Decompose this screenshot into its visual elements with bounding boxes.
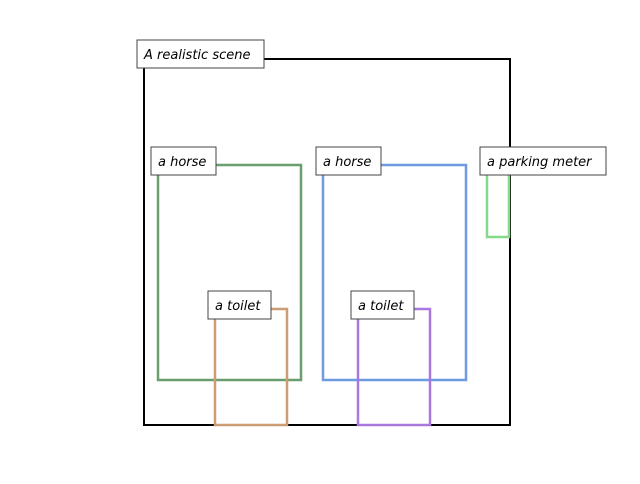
- toilet-label-right: a toilet: [350, 290, 415, 320]
- toilet-label-left-text: a toilet: [215, 299, 261, 314]
- toilet-box-left: [213, 307, 289, 427]
- horse-label-left: a horse: [150, 146, 217, 176]
- horse-label-right: a horse: [315, 146, 382, 176]
- horse-box-right: [321, 163, 468, 382]
- horse-label-right-text: a horse: [323, 155, 371, 170]
- horse-box-left: [156, 163, 303, 382]
- toilet-label-right-text: a toilet: [358, 299, 404, 314]
- parking-meter-box: [485, 163, 511, 239]
- scene-label-text: A realistic scene: [143, 48, 250, 63]
- parking-meter-label: a parking meter: [479, 146, 607, 176]
- scene-label: A realistic scene: [136, 39, 265, 69]
- scene-frame: [143, 58, 511, 426]
- toilet-label-left: a toilet: [207, 290, 272, 320]
- horse-label-left-text: a horse: [158, 155, 206, 170]
- toilet-box-right: [356, 307, 432, 427]
- parking-meter-label-text: a parking meter: [487, 155, 593, 170]
